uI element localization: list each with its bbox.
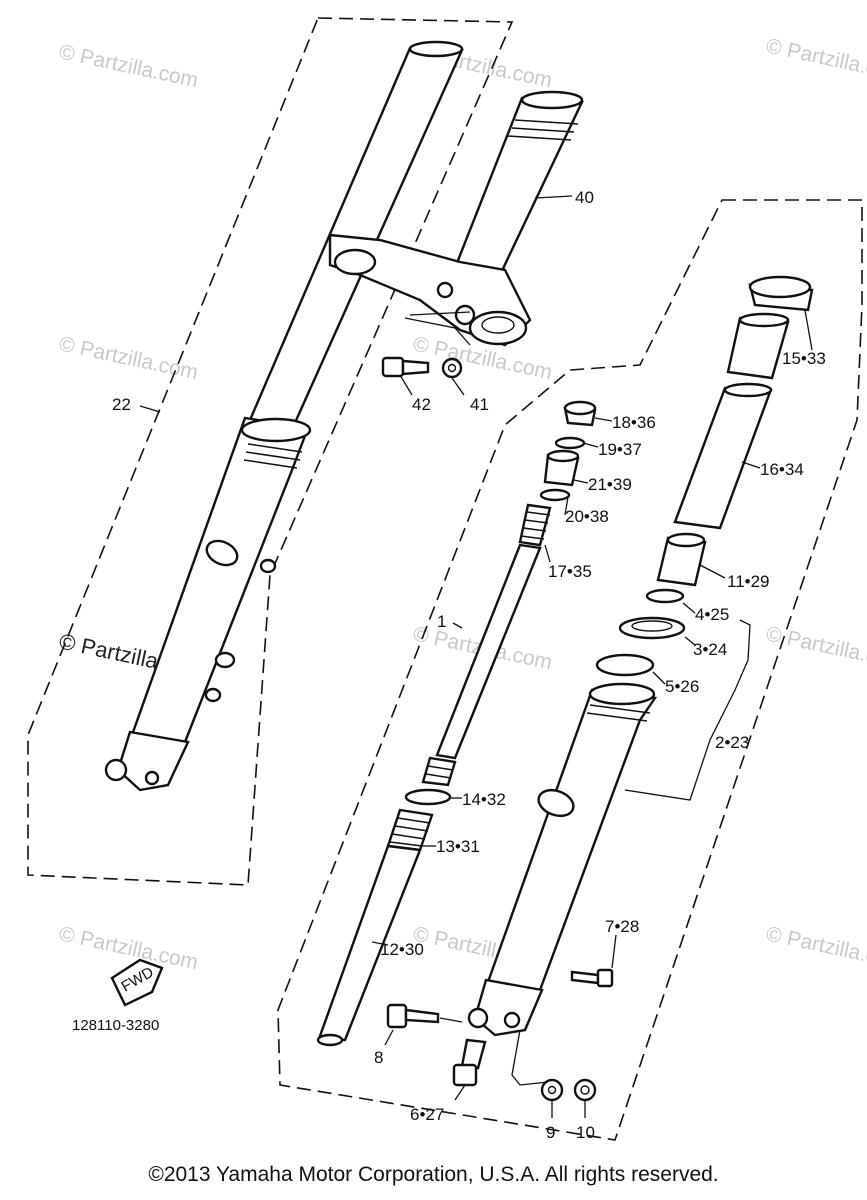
damper-parts <box>316 400 597 1047</box>
callout-18-36: 18•36 <box>612 413 656 432</box>
watermark-bottom-right: © Partzilla.com <box>764 922 867 974</box>
watermark-mid-left: © Partzilla.com <box>57 332 200 384</box>
drain-bolt-7 <box>570 968 614 988</box>
callout-41: 41 <box>470 395 489 414</box>
steering-stem <box>453 96 584 277</box>
damper-cylinder-12 <box>318 844 422 1042</box>
watermarks: © Partzilla.com © Partzilla.com © Partzi… <box>57 34 867 974</box>
callout-8: 8 <box>374 1048 383 1067</box>
callout-11-29: 11•29 <box>727 572 770 591</box>
callout-40: 40 <box>575 188 594 207</box>
front-fork-exploded-diagram: © Partzilla.com © Partzilla.com © Partzi… <box>27 17 867 1142</box>
callout-4-25: 4•25 <box>695 605 729 624</box>
diagram-code: 128110-3280 <box>72 1017 159 1034</box>
washer-9 <box>540 1078 564 1102</box>
callout-17-35: 17•35 <box>548 562 592 581</box>
callout-22: 22 <box>112 395 131 414</box>
fork-outer-parts <box>467 275 814 1037</box>
callout-6-27: 6•27 <box>410 1105 444 1124</box>
damper-rod-1 <box>435 543 542 760</box>
callout-14-32: 14•32 <box>462 790 506 809</box>
assembly-boundary-22 <box>27 17 514 886</box>
nut-10 <box>573 1078 597 1102</box>
copyright-notice: ©2013 Yamaha Motor Corporation, U.S.A. A… <box>148 1163 719 1186</box>
inner-tube-16 <box>673 386 772 530</box>
callout-21-39: 21•39 <box>588 475 632 494</box>
callout-20-38: 20•38 <box>565 507 609 526</box>
callout-labels: 40 22 42 41 18•36 19•37 21•39 20•38 17•3… <box>112 188 826 1142</box>
callout-12-30: 12•30 <box>380 940 424 959</box>
forward-arrow-icon: FWD <box>110 958 164 1007</box>
leader-lines <box>139 195 813 1118</box>
watermark-top-right: © Partzilla.com <box>764 34 867 86</box>
pinch-bolt-42 <box>381 356 430 378</box>
fork-assembly-22 <box>104 40 464 792</box>
nut-41 <box>441 357 463 379</box>
callout-2-23: 2•23 <box>715 733 749 752</box>
callout-5-26: 5•26 <box>665 677 699 696</box>
callout-9: 9 <box>546 1123 555 1142</box>
callout-1: 1 <box>437 612 446 631</box>
callout-13-31: 13•31 <box>436 837 480 856</box>
bolt-6 <box>452 1038 487 1087</box>
assembly-boundary-right <box>277 199 863 1141</box>
callout-16-34: 16•34 <box>760 460 804 479</box>
callout-15-33: 15•33 <box>782 349 826 368</box>
callout-19-37: 19•37 <box>598 440 642 459</box>
callout-42: 42 <box>412 395 431 414</box>
bolt-8 <box>386 1003 440 1029</box>
callout-3-24: 3•24 <box>693 640 727 659</box>
under-bracket-40 <box>328 90 584 347</box>
outer-tube-2 <box>486 688 658 992</box>
watermark-top-left: © Partzilla.com <box>57 40 200 92</box>
callout-10: 10 <box>576 1123 595 1142</box>
callout-7-28: 7•28 <box>605 917 639 936</box>
